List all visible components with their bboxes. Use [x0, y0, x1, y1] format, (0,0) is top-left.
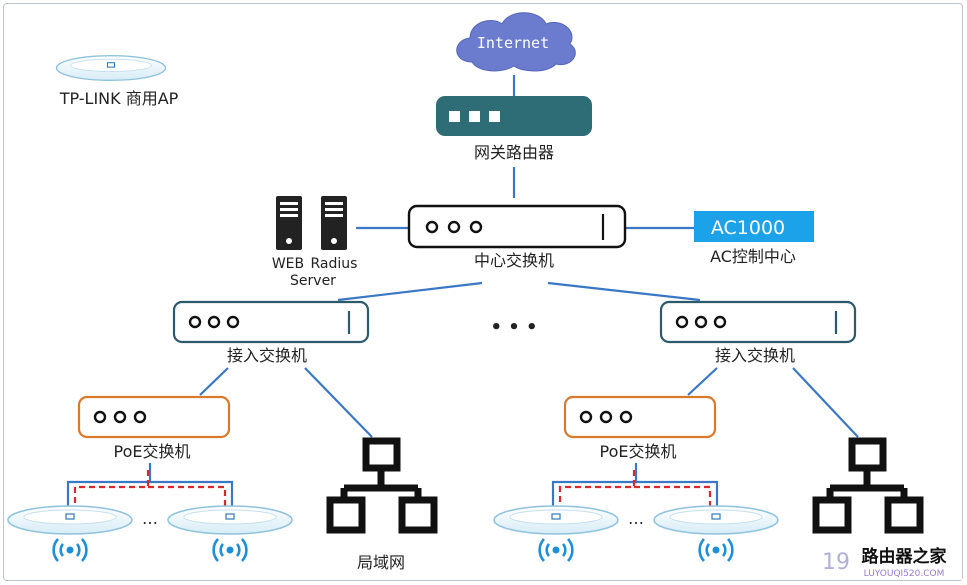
ac-label: AC控制中心 [710, 247, 796, 266]
link-access-right-poe [687, 367, 718, 396]
watermark-logo: 19 路由器之家 LUYOUQI520.COM [822, 540, 962, 580]
link-access-left-poe [199, 367, 229, 396]
core-switch-label: 中心交换机 [474, 251, 554, 270]
poe-switch-left: PoE交换机 [77, 395, 231, 461]
link-access-right-lan [792, 367, 859, 438]
cloud-shape [456, 12, 576, 72]
wifi-icon [538, 537, 574, 563]
access-switch-left-label: 接入交换机 [227, 346, 307, 365]
poe-switch-right-label: PoE交换机 [600, 442, 677, 461]
watermark-prefix: 19 [822, 550, 850, 575]
legend-ap: TP-LINK 商用AP [55, 55, 179, 108]
core-switch: 中心交换机 [407, 204, 627, 270]
gateway-router: 网关路由器 [436, 96, 592, 162]
more-switches-ellipsis: • • • [490, 317, 537, 338]
ap-device [167, 505, 293, 535]
diagram-frame [3, 3, 963, 581]
web-label: WEB [272, 256, 304, 272]
router-label: 网关路由器 [474, 143, 554, 162]
ac-badge-label: AC1000 [711, 217, 785, 239]
ac-badge [694, 211, 814, 242]
watermark-text: 路由器之家 [862, 546, 947, 567]
access-switch-right: 接入交换机 [659, 300, 857, 365]
access-switch-left: 接入交换机 [172, 300, 370, 365]
ap-group-left: … [7, 505, 293, 563]
access-switch-right-label: 接入交换机 [715, 346, 795, 365]
ap-device [653, 505, 779, 535]
web-server-icon [276, 196, 302, 250]
internet-cloud: Internet [456, 12, 576, 72]
ap-group-right: … [493, 505, 779, 563]
ac-controller: AC1000 AC控制中心 [694, 211, 814, 266]
connection-lines [199, 75, 859, 438]
link-core-access-left [337, 281, 483, 302]
internet-label: Internet [477, 34, 549, 52]
poe-switch-left-label: PoE交换机 [114, 442, 191, 461]
wifi-icon [52, 537, 88, 563]
poe-lines-right [551, 463, 719, 506]
server-group: WEB Radius Server [272, 196, 358, 289]
link-access-left-lan [304, 367, 373, 438]
wifi-icon [698, 537, 734, 563]
link-core-access-right [547, 281, 701, 302]
router-body [436, 96, 592, 136]
lan-left-label: 局域网 [357, 553, 405, 572]
ap-ellipsis: … [628, 509, 644, 528]
wifi-icon [212, 537, 248, 563]
radius-label: Radius [311, 256, 358, 272]
radius-server-icon [321, 196, 347, 250]
poe-switch-right: PoE交换机 [563, 395, 717, 461]
poe-lines-left [66, 463, 234, 506]
ap-ellipsis: … [142, 509, 158, 528]
ap-device [493, 505, 619, 535]
server-label: Server [290, 273, 336, 289]
legend-label: TP-LINK 商用AP [59, 89, 179, 108]
watermark-sub: LUYOUQI520.COM [864, 569, 945, 579]
lan-network-icon-left: 局域网 [326, 437, 438, 572]
lan-network-icon-right [812, 437, 924, 534]
ap-device [7, 505, 133, 535]
